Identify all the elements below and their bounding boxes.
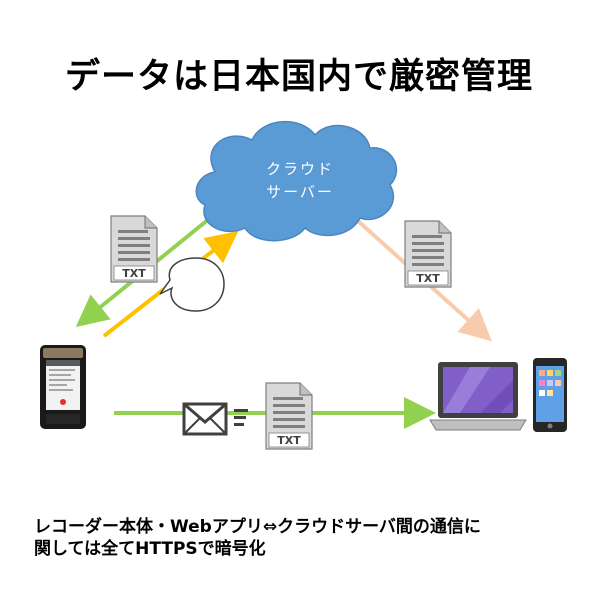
- footer-line-2: 関しては全てHTTPSで暗号化: [34, 539, 266, 559]
- cloud-server-icon: [195, 121, 398, 242]
- text-document-icon: TXT: [404, 220, 452, 288]
- envelope-icon: [182, 402, 248, 436]
- text-document-icon: TXT: [265, 382, 313, 450]
- laptop-icon: [429, 362, 527, 431]
- cloud-label-line2: サーバー: [266, 183, 334, 201]
- speech-bubble-icon: [159, 257, 225, 312]
- footer-note: レコーダー本体・Webアプリ⇔クラウドサーバ間の通信に 関しては全てHTTPSで…: [34, 516, 594, 560]
- doc-label: TXT: [122, 267, 146, 280]
- footer-line-1: レコーダー本体・Webアプリ⇔クラウドサーバ間の通信に: [34, 517, 481, 537]
- page-title: データは日本国内で厳密管理: [64, 57, 533, 97]
- cloud-label-line1: クラウド: [266, 160, 334, 178]
- text-document-icon: TXT: [110, 215, 158, 283]
- doc-label: TXT: [277, 434, 301, 447]
- voice-recorder-icon: [40, 345, 86, 429]
- smartphone-icon: [533, 358, 567, 432]
- doc-label: TXT: [416, 272, 440, 285]
